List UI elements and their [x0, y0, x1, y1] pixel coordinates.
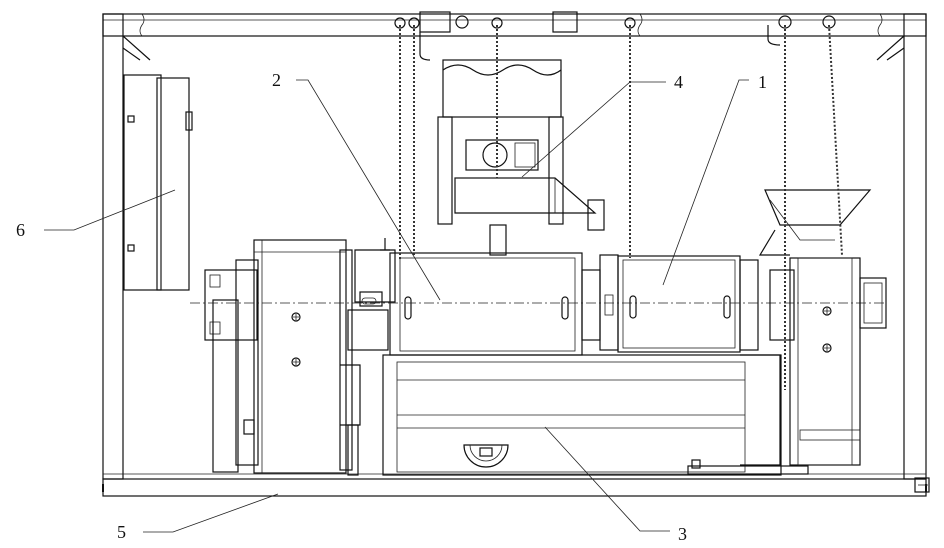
leader-lines [44, 79, 749, 533]
press-barrel-1 [617, 255, 759, 353]
right-hopper [758, 189, 872, 256]
part-label-3: 3 [678, 524, 687, 544]
press-barrel-2 [389, 252, 619, 356]
leader-6 [44, 189, 176, 231]
electrical-cabinet [123, 74, 193, 291]
left-gearbox [204, 238, 396, 476]
feed-unit [419, 11, 605, 256]
leader-5 [143, 493, 279, 533]
oil-tray [382, 354, 809, 476]
leader-1 [662, 79, 749, 286]
sheaves [394, 15, 836, 46]
part-label-5: 5 [117, 522, 126, 542]
leader-4 [521, 81, 666, 178]
lifting-chains [399, 24, 843, 390]
frame [102, 13, 930, 497]
leader-2 [296, 79, 441, 301]
part-label-4: 4 [674, 72, 683, 92]
part-label-6: 6 [16, 220, 25, 240]
part-label-1: 1 [758, 72, 767, 92]
leader-3 [544, 426, 670, 532]
right-gearbox [769, 257, 887, 466]
part-label-2: 2 [272, 70, 281, 90]
